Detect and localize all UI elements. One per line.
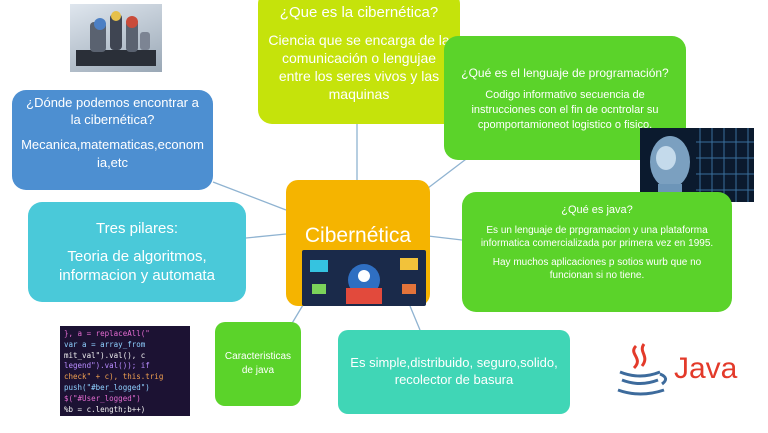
lenguaje-body: Codigo informativo secuencia de instrucc… [471,89,659,131]
donde-body: Mecanica,matematicas,economia,etc [21,137,204,170]
connector-java [427,235,463,241]
node-que-es-cibernetica: ¿Que es la cibernética? Ciencia que se e… [258,0,460,124]
caracteristicas-title: Caracteristicas de java [224,351,292,376]
que-es-title: ¿Que es la cibernética? [279,4,439,21]
robot-hand-image [70,4,162,72]
java-logo: Java [610,340,750,402]
node-donde-encontrar: ¿Dónde podemos encontrar a la cibernétic… [12,90,213,190]
pilares-body: Teoria de algoritmos, informacion y auto… [59,248,215,284]
code-line: }, a = replaceAll(" [64,329,150,338]
connector-simple [409,305,421,331]
code-line: push("#ber_logged") [64,382,150,392]
java-cup-icon [617,343,667,396]
lenguaje-title: ¿Qué es el lenguaje de programación? [461,66,669,80]
code-line: var a = array_from [64,339,146,349]
ai-head-image [640,128,754,202]
code-line: mit_val").val(), c [64,350,146,360]
connector-donde [212,181,287,211]
code-line: check" + c), this.trig [64,372,164,382]
pilares-title: Tres pilares: [96,220,178,237]
code-screen-image: }, a = replaceAll(" var a = array_from m… [60,326,190,416]
connector-caracteristicas [290,304,304,326]
java-title: ¿Qué es java? [561,204,633,216]
que-es-body: Ciencia que se encarga de la comunicació… [268,32,450,102]
java-body-2: Hay muchos aplicaciones p sotios wurb qu… [492,257,702,281]
simple-body: Es simple,distribuido, seguro,solido, re… [350,355,558,387]
center-title: Cibernética [304,224,412,247]
node-caracteristicas-java: Caracteristicas de java [215,322,301,406]
code-line: legend").val()); if [64,361,150,371]
node-tres-pilares: Tres pilares: Teoria de algoritmos, info… [28,202,246,302]
donde-title: ¿Dónde podemos encontrar a la cibernétic… [26,95,199,127]
java-body-1: Es un lenguaje de prpgramacion y una pla… [480,225,714,249]
code-line: %b = c.length;b++) [64,404,146,414]
cyber-illustration-image [302,250,426,306]
node-caracteristicas-lista: Es simple,distribuido, seguro,solido, re… [338,330,570,414]
code-line: $("#User_logged") [64,393,141,403]
connector-pilares [245,233,287,239]
java-logo-text: Java [674,352,738,385]
node-que-es-java: ¿Qué es java? Es un lenguaje de prpgrama… [462,192,732,312]
